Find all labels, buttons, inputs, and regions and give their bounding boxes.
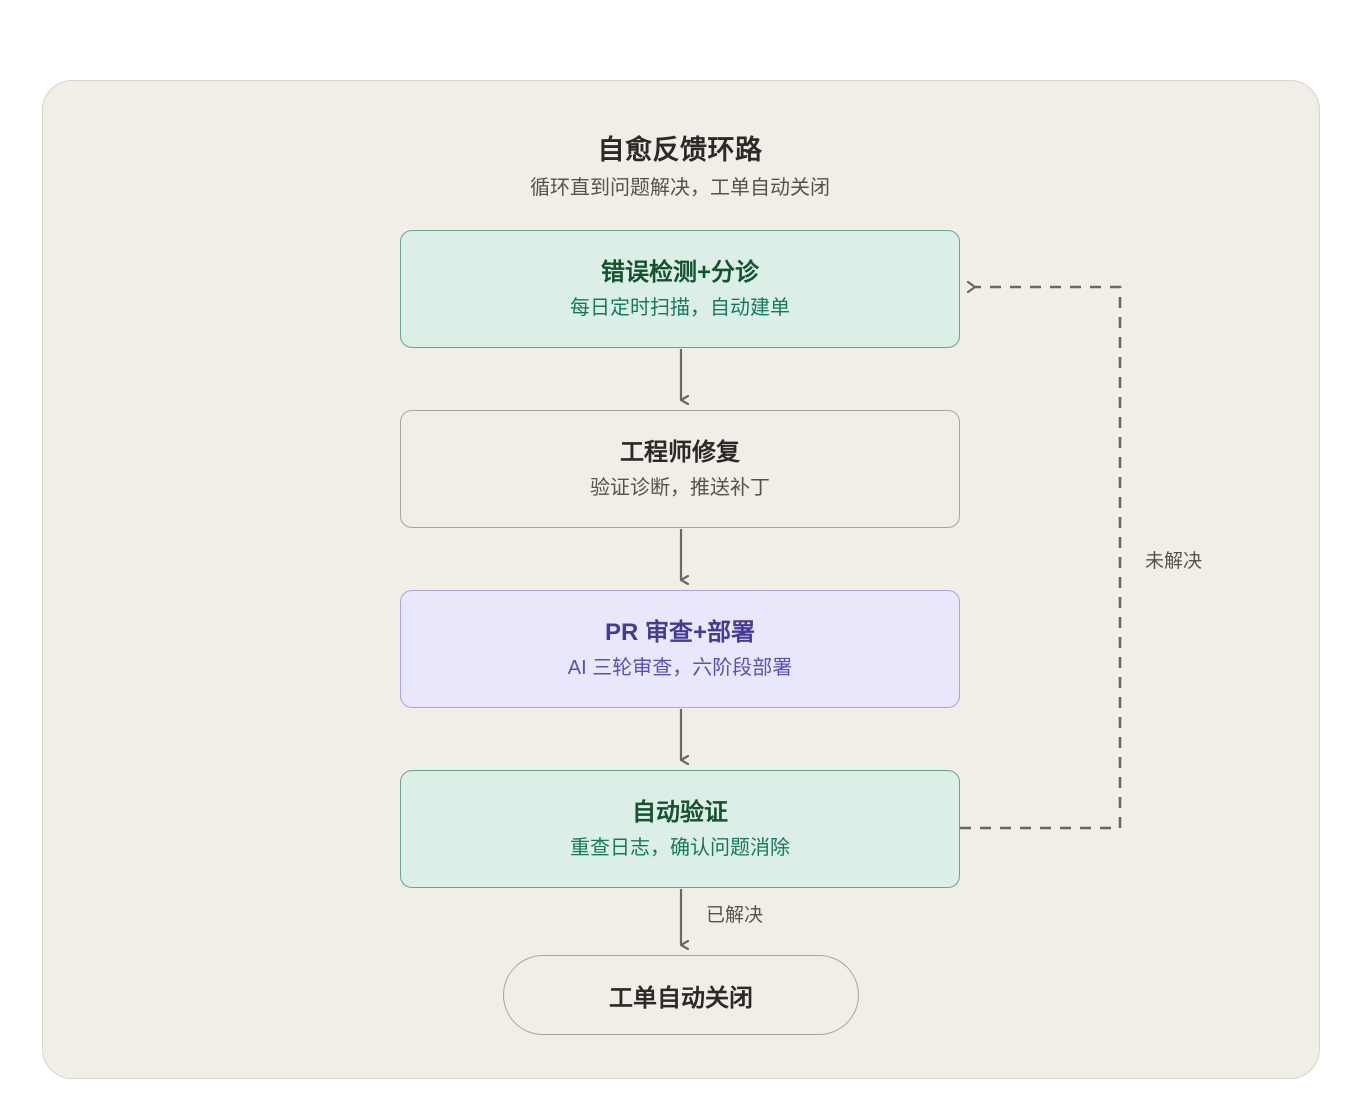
node-title: 工单自动关闭 bbox=[609, 984, 753, 1012]
node-ticket-auto-closed[interactable]: 工单自动关闭 bbox=[503, 955, 859, 1035]
edge-label-unresolved: 未解决 bbox=[1145, 551, 1203, 572]
node-pr-review-deploy[interactable]: PR 审查+部署 AI 三轮审查，六阶段部署 bbox=[400, 590, 960, 708]
node-title: 自动验证 bbox=[632, 798, 728, 826]
node-subtitle: 验证诊断，推送补丁 bbox=[590, 476, 770, 499]
node-subtitle: AI 三轮审查，六阶段部署 bbox=[567, 656, 793, 679]
page-subtitle: 循环直到问题解决，工单自动关闭 bbox=[530, 177, 830, 199]
node-engineer-fix[interactable]: 工程师修复 验证诊断，推送补丁 bbox=[400, 410, 960, 528]
node-subtitle: 每日定时扫描，自动建单 bbox=[570, 296, 790, 319]
node-subtitle: 重查日志，确认问题消除 bbox=[570, 836, 790, 859]
node-error-detection[interactable]: 错误检测+分诊 每日定时扫描，自动建单 bbox=[400, 230, 960, 348]
page-title: 自愈反馈环路 bbox=[597, 135, 763, 165]
node-title: 错误检测+分诊 bbox=[600, 258, 759, 286]
node-auto-verify[interactable]: 自动验证 重查日志，确认问题消除 bbox=[400, 770, 960, 888]
node-title: PR 审查+部署 bbox=[604, 618, 756, 646]
node-title: 工程师修复 bbox=[620, 438, 740, 466]
edge-label-resolved: 已解决 bbox=[706, 905, 764, 926]
